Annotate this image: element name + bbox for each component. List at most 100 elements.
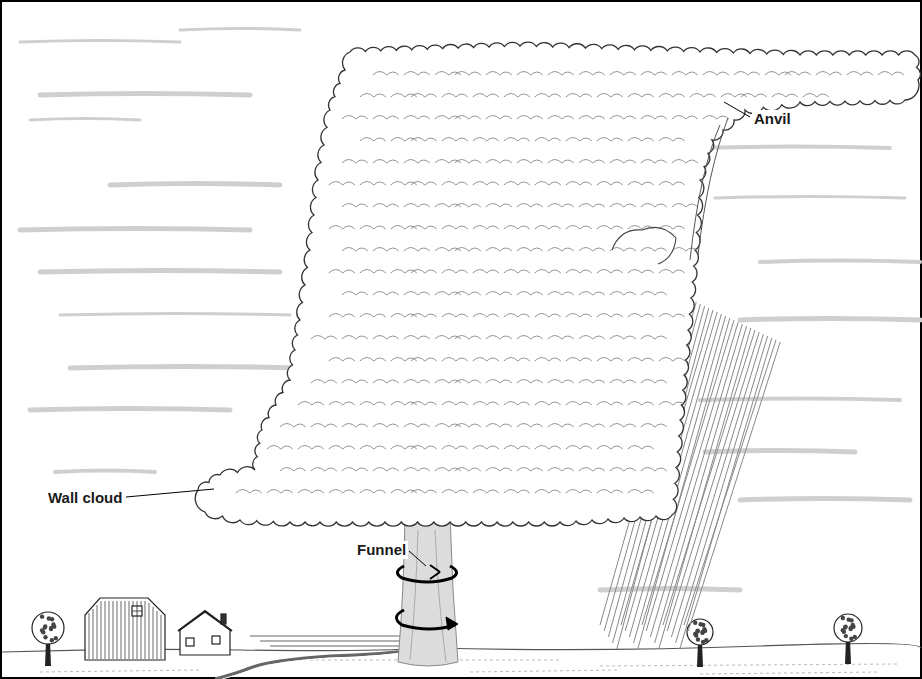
cloud-puff [610, 204, 636, 208]
cloud-puff [455, 380, 481, 384]
cloud-puff [473, 446, 499, 450]
cloud-puff [360, 94, 386, 98]
cloud-puff [535, 402, 561, 406]
cloud-puff [373, 248, 399, 252]
cloud-puff [628, 446, 654, 450]
cloud-puff [411, 446, 437, 450]
cloud-puff [455, 468, 481, 472]
cloud-puff [486, 160, 512, 164]
cloud-puff [517, 380, 543, 384]
cloud-puff [311, 424, 337, 428]
sky-streak [110, 184, 280, 186]
cloud-puff [597, 138, 623, 142]
cloud-puff [597, 182, 623, 186]
cloud-puff [342, 160, 368, 164]
cloud-puff [548, 160, 574, 164]
sky-streak [30, 409, 230, 411]
barn-plank [125, 601, 126, 659]
cloud-puff [610, 160, 636, 164]
cloud-puff [411, 270, 437, 274]
cloud-puff [473, 314, 499, 318]
cloud-puff [473, 490, 499, 494]
cloud-puff [373, 116, 399, 120]
cloud-puff [404, 72, 430, 76]
barn-plank [101, 601, 102, 659]
cloud-puff [342, 468, 368, 472]
cloud-puff [597, 270, 623, 274]
sky-streak [700, 147, 890, 149]
barn-plank [157, 611, 158, 659]
cloud-puff [473, 402, 499, 406]
cloud-puff [504, 94, 530, 98]
cloud-puff [566, 138, 592, 142]
sky-streak [60, 314, 290, 316]
cloud-puff [517, 248, 543, 252]
cloud-puff [672, 116, 698, 120]
cloud-puff [486, 336, 512, 340]
barn-plank [161, 615, 162, 659]
cloud-puff [342, 380, 368, 384]
cloud-puff [411, 490, 437, 494]
cloud-puff [548, 424, 574, 428]
cloud-puff [455, 336, 481, 340]
cloud-puff [360, 226, 386, 230]
cloud-puff [610, 248, 636, 252]
cloud-puff [360, 490, 386, 494]
cloud-puff [548, 204, 574, 208]
cloud-puff [504, 446, 530, 450]
cloud-puff [442, 226, 468, 230]
sky-streak [70, 367, 300, 369]
cloud-puff [442, 358, 468, 362]
tree-leaf [851, 625, 855, 629]
cloud-puff [610, 468, 636, 472]
tree-leaf [841, 616, 845, 620]
cloud-puff [628, 358, 654, 362]
cloud-puff [548, 380, 574, 384]
cloud-puff [517, 160, 543, 164]
cloud-puff [641, 204, 667, 208]
cloud-puff [641, 72, 667, 76]
cloud-puff [816, 72, 842, 76]
tree-crown [834, 614, 862, 642]
cloud-puff [504, 402, 530, 406]
cloud-puff [659, 270, 685, 274]
cloud-puff [455, 72, 481, 76]
barn-plank [109, 601, 110, 659]
sky-streak [55, 471, 155, 473]
cloud-puff [280, 468, 306, 472]
tree-leaf [849, 618, 853, 622]
cloud-puff [612, 227, 676, 264]
cloud-puff [628, 490, 654, 494]
cloud-puff [772, 94, 798, 98]
cloud-puff [610, 72, 636, 76]
cloud-puff [504, 490, 530, 494]
part-label: Funnel [355, 541, 408, 559]
sky-streak [740, 499, 910, 501]
cloud-puff [659, 314, 685, 318]
tornado-funnel [398, 515, 458, 666]
cloud-puff [280, 424, 306, 428]
cloud-puff [517, 424, 543, 428]
cloud-puff [342, 292, 368, 296]
sky-streak [20, 41, 180, 43]
barn-plank [145, 601, 146, 659]
cloud-puff [579, 468, 605, 472]
cloud-puff [342, 116, 368, 120]
cloud-puff [455, 248, 481, 252]
sky-streak [180, 29, 300, 31]
cloud-puff [566, 358, 592, 362]
cloud-puff [566, 94, 592, 98]
tree-trunk [697, 642, 703, 667]
sky-streak [740, 319, 920, 321]
cloud-puff [486, 380, 512, 384]
cloud-puff [566, 182, 592, 186]
cloud-puff [360, 314, 386, 318]
cloud-puff [442, 182, 468, 186]
barn-plank [93, 609, 94, 659]
cloud-puff [548, 248, 574, 252]
sky-streak [760, 261, 920, 263]
cloud-puff [566, 402, 592, 406]
cloud-puff [517, 336, 543, 340]
cloud-puff [236, 490, 262, 494]
